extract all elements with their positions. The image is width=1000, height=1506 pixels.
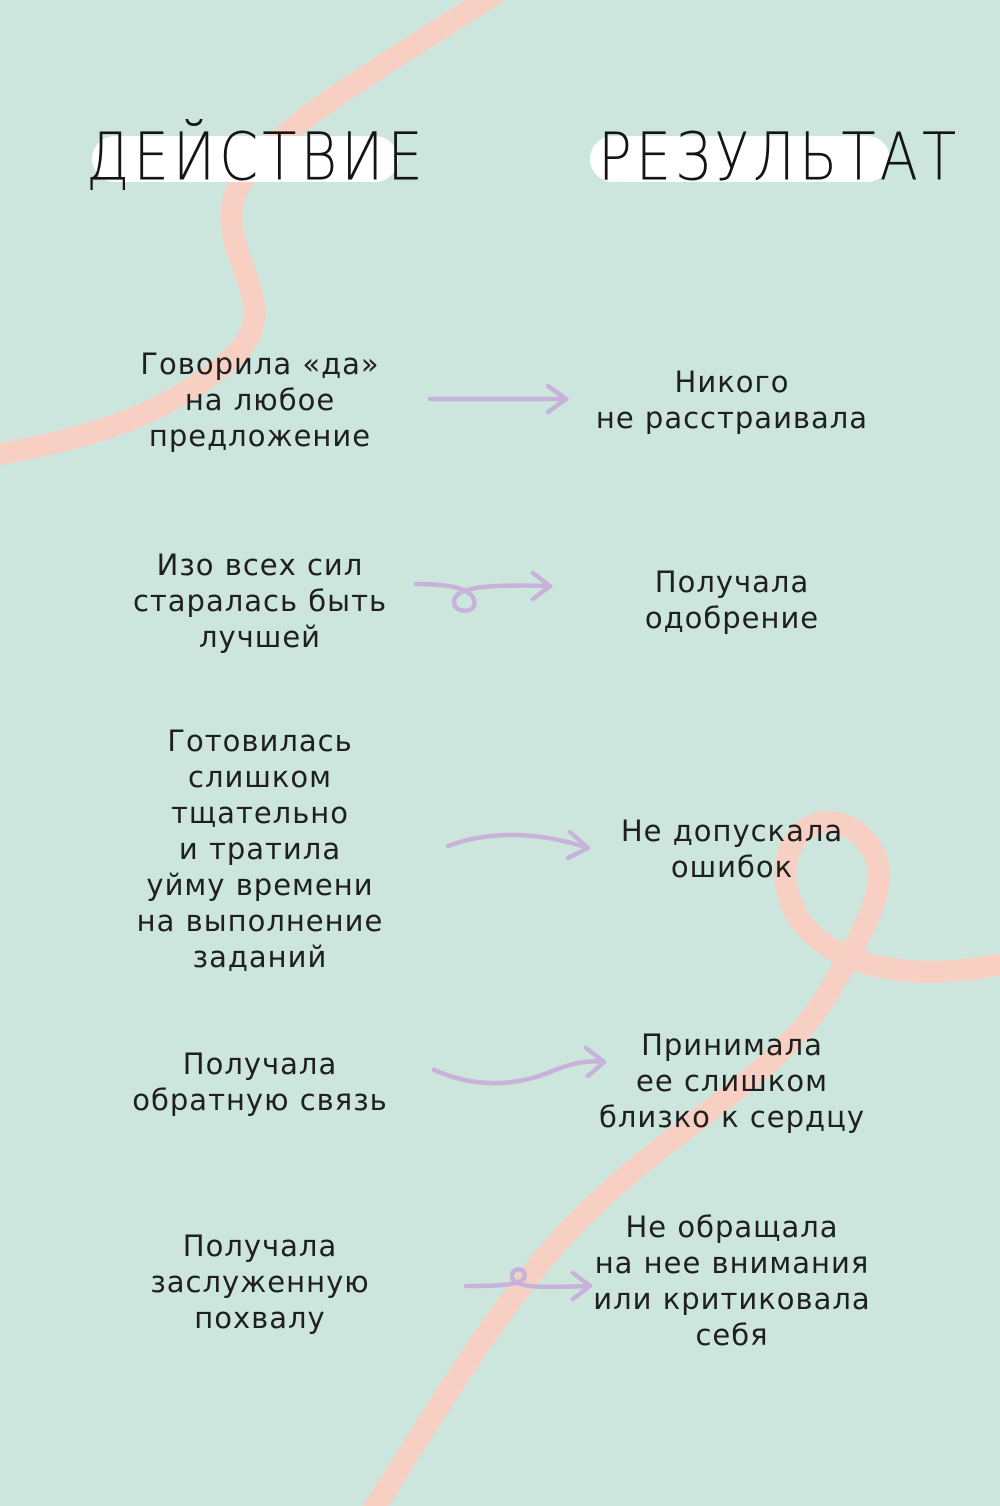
- arrow-icon: [445, 829, 591, 861]
- action-header-pill: [92, 136, 398, 182]
- action-text: Получала обратную связь: [132, 1047, 388, 1117]
- arrow-icon: [413, 570, 553, 613]
- result-text: Принимала ее слишком близко к сердцу: [598, 1028, 866, 1134]
- result-column-header: РЕЗУЛЬТАТ: [598, 119, 961, 196]
- result-text: Не допускала ошибок: [620, 814, 844, 884]
- action-text: Изо всех сил старалась быть лучшей: [132, 548, 388, 654]
- action-text: Говорила «да» на любое предложение: [140, 347, 380, 453]
- result-header-pill: [590, 136, 890, 182]
- arrow-icon: [427, 383, 569, 415]
- action-column-header: ДЕЙСТВИЕ: [86, 119, 427, 196]
- result-text: Никого не расстраивала: [595, 365, 869, 435]
- action-text: Готовилась слишком тщательно и тратила у…: [136, 724, 384, 974]
- action-text: Получала заслуженную похвалу: [150, 1229, 370, 1335]
- ribbon-bottom-right: [362, 811, 1000, 1506]
- result-text: Получала одобрение: [644, 565, 820, 635]
- result-text: Не обращала на нее внимания или критиков…: [593, 1210, 871, 1352]
